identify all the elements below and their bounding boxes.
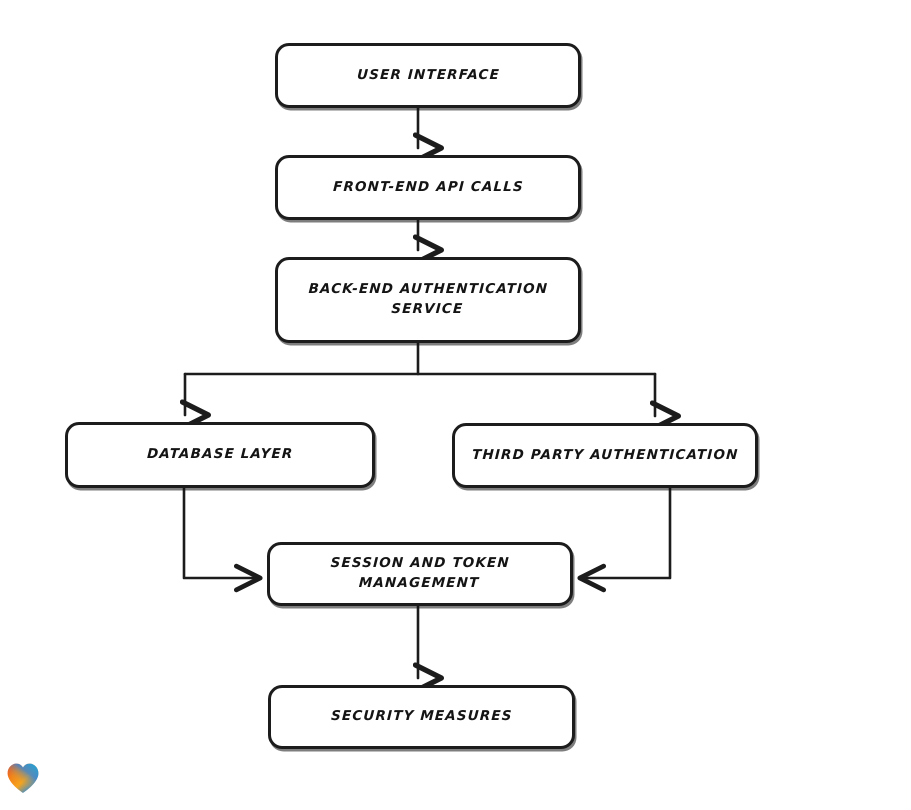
flow-node-session-and-token-management[interactable]: SESSION AND TOKEN MANAGEMENT — [267, 542, 573, 606]
edge-thirdparty-to-session — [577, 486, 672, 593]
flow-node-label: SESSION AND TOKEN MANAGEMENT — [330, 555, 511, 591]
flow-node-label: USER INTERFACE — [356, 66, 500, 83]
flow-node-security-measures[interactable]: SECURITY MEASURES — [268, 685, 575, 749]
flow-node-database-layer[interactable]: DATABASE LAYER — [65, 422, 375, 488]
flow-node-label: SECURITY MEASURES — [330, 708, 513, 725]
flow-node-third-party-authentication[interactable]: THIRD PARTY AUTHENTICATION — [452, 423, 758, 488]
flow-node-label: DATABASE LAYER — [146, 446, 294, 463]
flow-node-backend-authentication-service[interactable]: BACK-END AUTHENTICATION SERVICE — [275, 257, 581, 343]
flow-node-label: BACK-END AUTHENTICATION SERVICE — [308, 281, 549, 317]
heart-icon — [7, 763, 39, 793]
flow-node-user-interface[interactable]: USER INTERFACE — [275, 43, 581, 108]
flow-node-label: FRONT-END API CALLS — [332, 178, 524, 195]
flow-node-label: THIRD PARTY AUTHENTICATION — [471, 446, 739, 463]
edge-database-to-session — [182, 486, 263, 593]
flow-node-frontend-api-calls[interactable]: FRONT-END API CALLS — [275, 155, 581, 220]
